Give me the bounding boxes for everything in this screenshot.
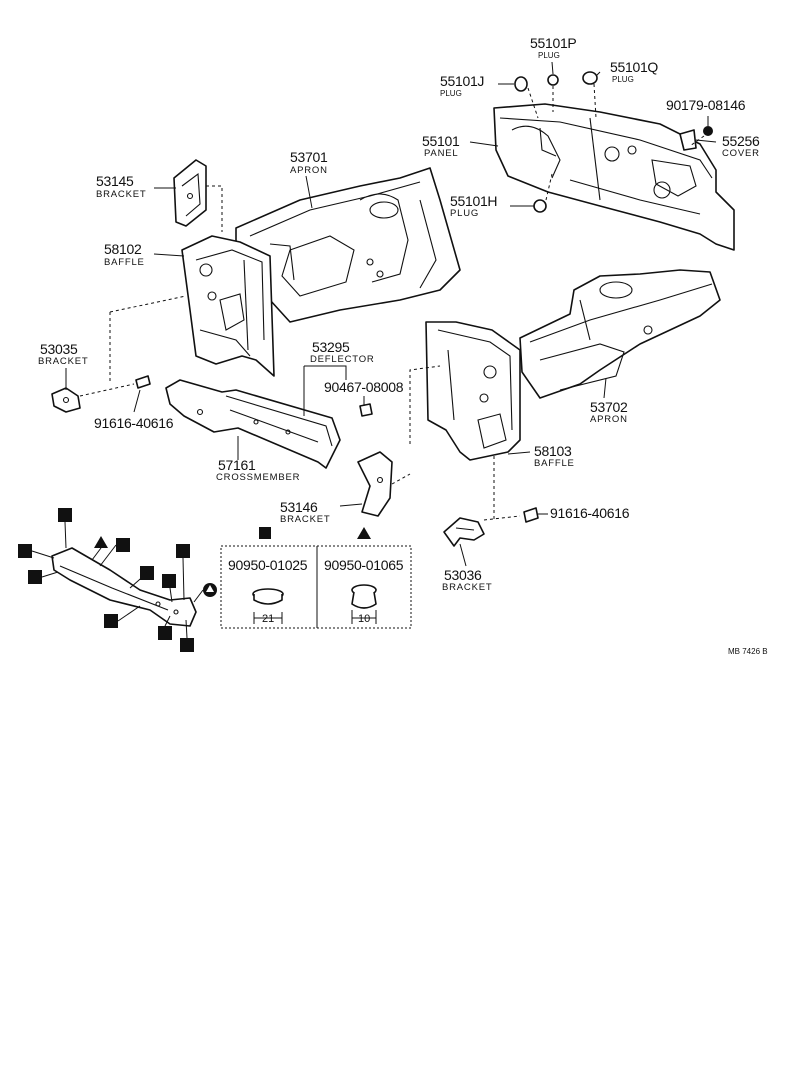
label-55256-number: 55256 (722, 133, 760, 149)
plug-55101p-icon (547, 74, 559, 86)
label-58103-name: BAFFLE (534, 458, 575, 469)
plug-55101j-icon (514, 76, 528, 92)
label-53702-number: 53702 (590, 399, 628, 415)
label-55101j-number: 55101J (440, 73, 484, 89)
label-53145-number: 53145 (96, 173, 134, 189)
label-53701-name: APRON (290, 165, 328, 176)
label-55101p-number: 55101P (530, 35, 576, 51)
label-58102-name: BAFFLE (104, 257, 145, 268)
bracket-53036 (443, 517, 485, 547)
label-53146-name: BRACKET (280, 514, 330, 525)
label-53702-name: APRON (590, 414, 628, 425)
label-53295-name: DEFLECTOR (310, 354, 375, 365)
dash-panel-55101 (493, 103, 735, 251)
inset-box-right (316, 527, 412, 629)
label-90179-number: 90179-08146 (666, 97, 746, 113)
apron-53701 (235, 167, 461, 323)
label-53035-number: 53035 (40, 341, 78, 357)
apron-53702 (519, 269, 721, 399)
plug-55101q-icon (582, 71, 598, 85)
inset-right-number: 90950-01065 (324, 557, 404, 573)
label-55101q-number: 55101Q (610, 59, 658, 75)
baffle-58103 (425, 321, 521, 461)
crossmember-symbol-map (51, 547, 197, 627)
nut-90467-icon (359, 403, 373, 417)
inset-left-number: 90950-01025 (228, 557, 308, 573)
label-57161-name: CROSSMEMBER (216, 472, 300, 483)
label-53036-name: BRACKET (442, 582, 492, 593)
label-53295-number: 53295 (312, 339, 350, 355)
inset-box-left (220, 527, 318, 629)
label-55101p-name: PLUG (538, 51, 560, 60)
label-53145-name: BRACKET (96, 189, 146, 200)
label-53036-number: 53036 (444, 567, 482, 583)
label-53146-number: 53146 (280, 499, 318, 515)
crossmember-57161 (165, 379, 341, 469)
bracket-53146 (357, 451, 393, 517)
label-53035-name: BRACKET (38, 356, 88, 367)
label-55101h-name: PLUG (450, 208, 479, 219)
label-91616-left-number: 91616-40616 (94, 415, 174, 431)
bracket-53145 (173, 159, 207, 227)
plug-55101h-icon (533, 199, 547, 213)
label-55256-name: COVER (722, 148, 760, 159)
label-58103-number: 58103 (534, 443, 572, 459)
label-53701-number: 53701 (290, 149, 328, 165)
bolt-91616-right-icon (523, 507, 539, 523)
inset-left-dimension: 21 (262, 613, 274, 625)
bolt-90179-icon (703, 126, 713, 136)
label-55101-number: 55101 (422, 133, 460, 149)
label-55101j-name: PLUG (440, 89, 462, 98)
symbol-triangle-icons (94, 536, 217, 597)
bolt-91616-left-icon (135, 375, 151, 389)
label-58102-number: 58102 (104, 241, 142, 257)
drawing-code: MB 7426 B (728, 647, 768, 656)
bracket-53035 (51, 387, 81, 413)
label-55101q-name: PLUG (612, 75, 634, 84)
label-90467-number: 90467-08008 (324, 379, 404, 395)
label-55101h-number: 55101H (450, 193, 497, 209)
inset-right-dimension: 10 (358, 613, 370, 625)
label-91616-right-number: 91616-40616 (550, 505, 630, 521)
label-55101-name: PANEL (424, 148, 458, 159)
label-57161-number: 57161 (218, 457, 256, 473)
baffle-58102 (181, 235, 275, 377)
